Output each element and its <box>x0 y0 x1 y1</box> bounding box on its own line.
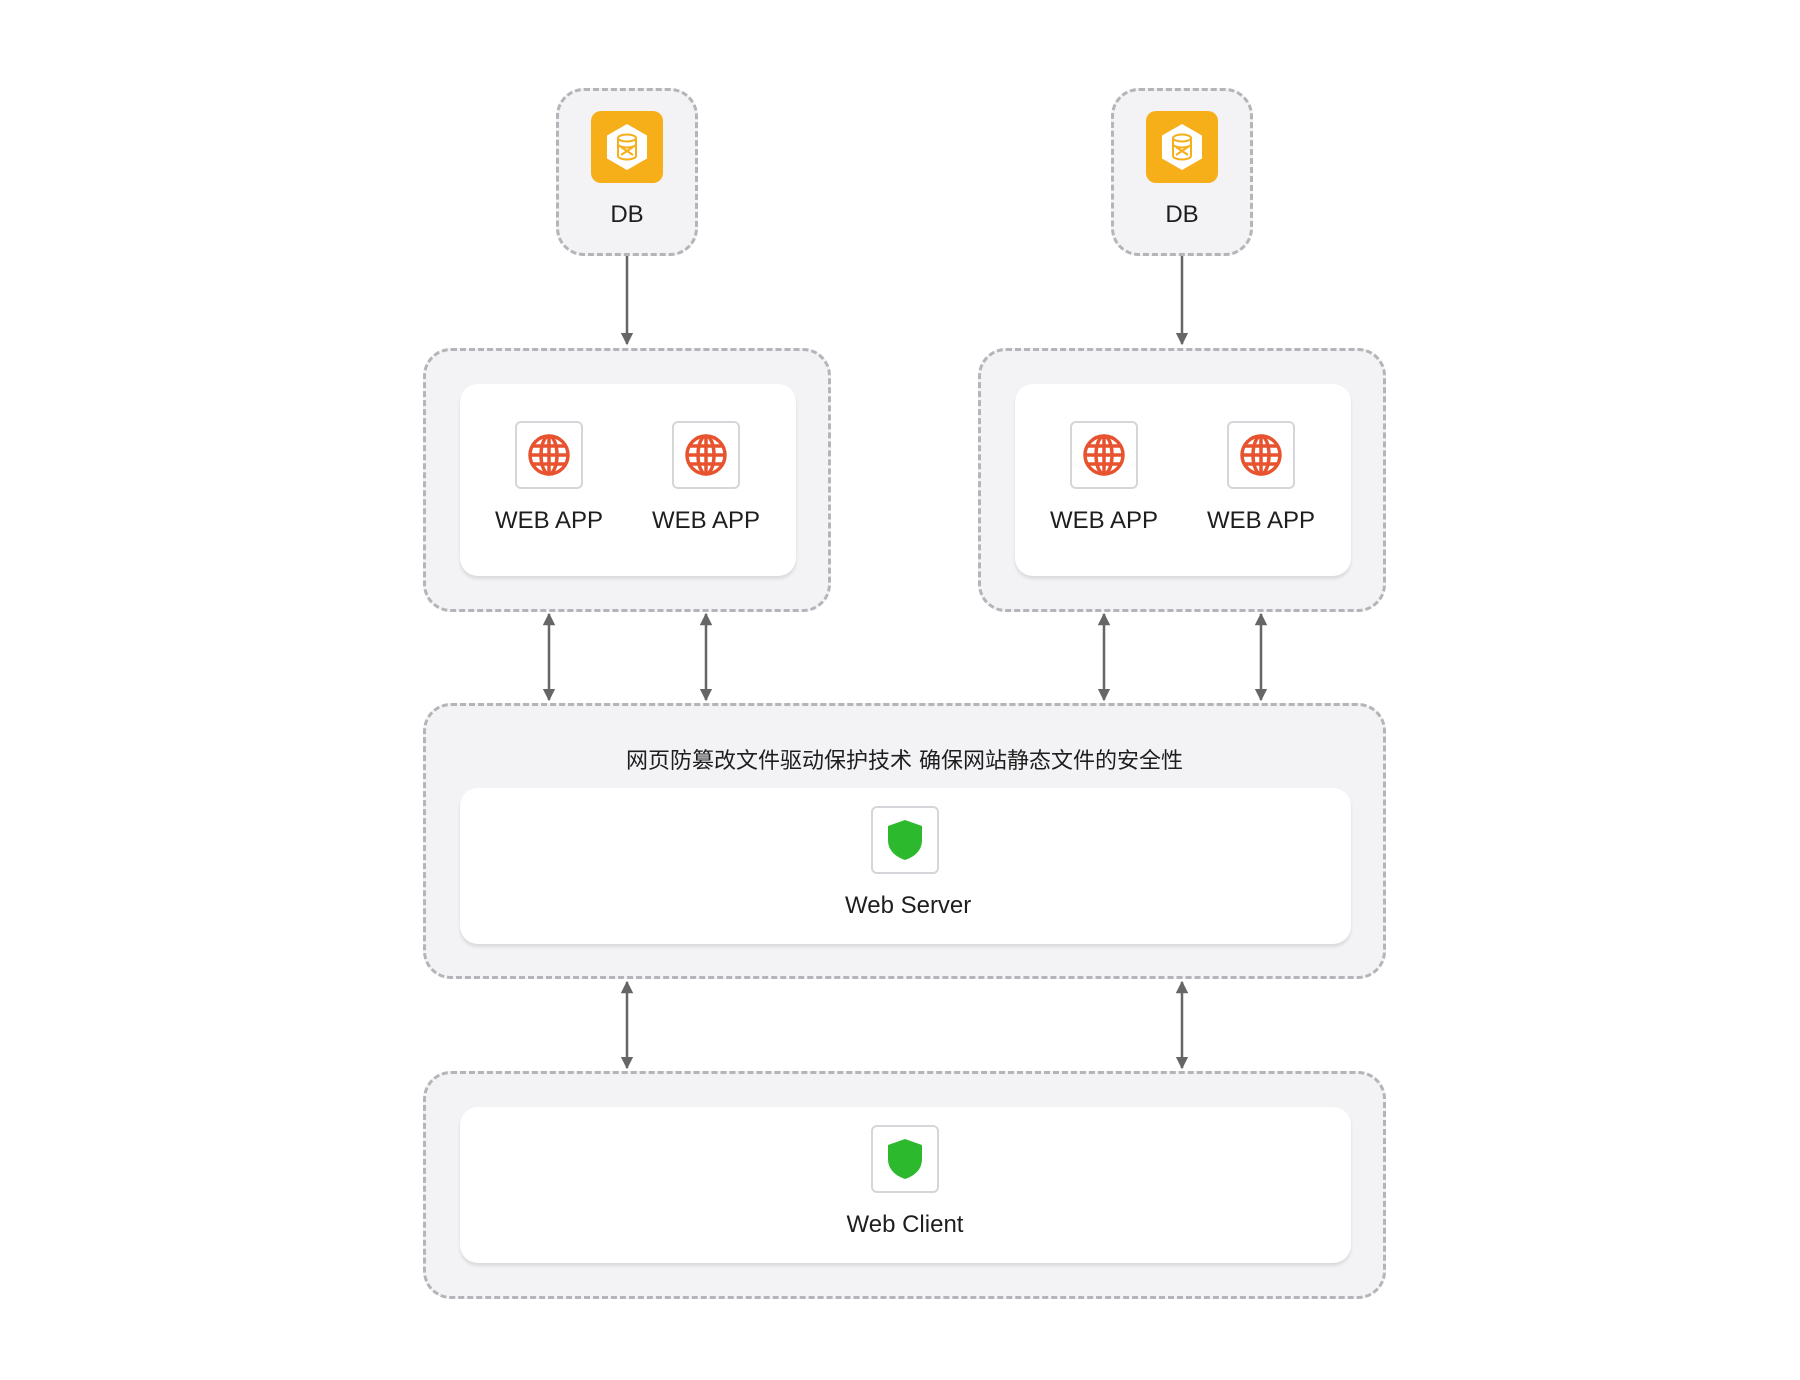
client-panel: Web Client <box>460 1107 1351 1263</box>
server-panel: Web Server <box>460 788 1351 944</box>
globe-icon <box>515 421 583 489</box>
web-app-label: WEB APP <box>1049 507 1159 534</box>
globe-icon <box>1070 421 1138 489</box>
web-app-label: WEB APP <box>494 507 604 534</box>
web-app-3[interactable]: WEB APP <box>1044 421 1164 535</box>
db-label-2: DB <box>1165 201 1199 228</box>
db-node-1[interactable]: DB <box>567 111 687 229</box>
database-icon <box>1146 111 1218 183</box>
web-app-label: WEB APP <box>1206 507 1316 534</box>
shield-icon <box>871 1125 939 1193</box>
db-node-2[interactable]: DB <box>1122 111 1242 229</box>
web-server-label: Web Server <box>845 892 972 919</box>
shield-icon <box>871 806 939 874</box>
web-app-2[interactable]: WEB APP <box>646 421 766 535</box>
web-app-1[interactable]: WEB APP <box>489 421 609 535</box>
web-client-node[interactable]: Web Client <box>845 1125 965 1239</box>
globe-icon <box>672 421 740 489</box>
db-label-1: DB <box>610 201 644 228</box>
app-panel-2: WEB APP WEB APP <box>1015 384 1351 576</box>
server-group-caption: 网页防篡改文件驱动保护技术 确保网站静态文件的安全性 <box>626 749 1183 774</box>
app-group-2: WEB APP WEB APP <box>978 348 1386 612</box>
web-app-label: WEB APP <box>651 507 761 534</box>
server-group: 网页防篡改文件驱动保护技术 确保网站静态文件的安全性 Web Server <box>423 703 1386 979</box>
web-client-label: Web Client <box>846 1211 964 1238</box>
app-group-1: WEB APP WEB APP <box>423 348 831 612</box>
web-app-4[interactable]: WEB APP <box>1201 421 1321 535</box>
db-group-1: DB <box>556 88 698 256</box>
database-icon <box>591 111 663 183</box>
client-group: Web Client <box>423 1071 1386 1299</box>
web-server-node[interactable]: Web Server <box>845 806 972 920</box>
globe-icon <box>1227 421 1295 489</box>
app-panel-1: WEB APP WEB APP <box>460 384 796 576</box>
db-group-2: DB <box>1111 88 1253 256</box>
